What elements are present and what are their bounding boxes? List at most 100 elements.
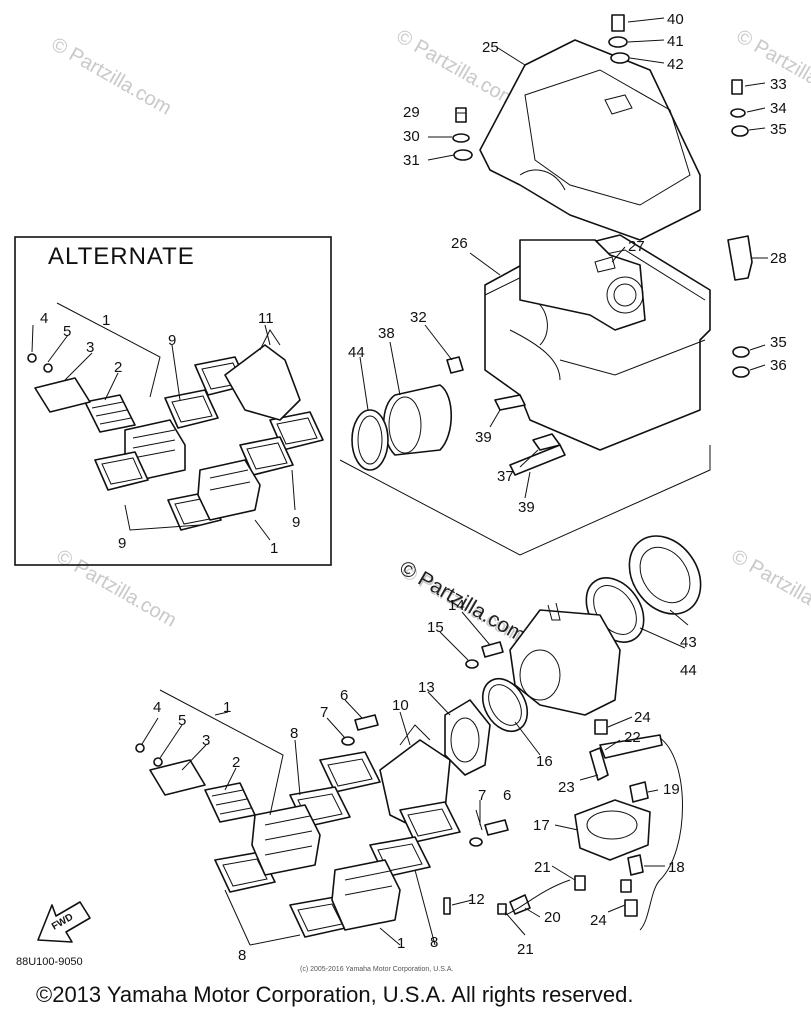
bolt — [611, 14, 625, 32]
callout-8: 8 — [238, 947, 246, 964]
callout-34: 34 — [770, 100, 787, 117]
callout-1: 1 — [270, 540, 278, 557]
callout-14: 14 — [448, 597, 465, 614]
leader-line — [629, 57, 665, 64]
leader-line — [171, 344, 181, 401]
leader-line — [224, 767, 237, 791]
washer — [452, 133, 470, 143]
gasket-inner — [101, 457, 143, 485]
reed-block-ribs — [132, 429, 176, 459]
leader-line — [627, 39, 665, 43]
leader-line — [181, 744, 207, 771]
leader-line — [627, 17, 665, 23]
leader-line — [489, 409, 501, 428]
callout-2: 2 — [232, 754, 240, 771]
leader-line — [399, 711, 411, 746]
gasket-inner — [276, 417, 318, 445]
callout-18: 18 — [668, 859, 685, 876]
callout-1: 1 — [102, 312, 110, 329]
gasket-inner — [171, 395, 213, 423]
callout-28: 28 — [770, 250, 787, 267]
leader-line — [748, 127, 766, 131]
callout-11: 11 — [258, 310, 274, 327]
arrester-clip — [594, 256, 616, 273]
callout-17: 17 — [533, 817, 550, 834]
leader-line — [414, 869, 436, 946]
callout-23: 23 — [558, 779, 575, 796]
washer — [341, 736, 355, 746]
leader-line — [514, 721, 541, 756]
leader-line — [744, 82, 766, 87]
leader-line — [647, 789, 659, 793]
callout-6: 6 — [503, 787, 511, 804]
watermark: © Partzilla.com — [53, 545, 181, 631]
copyright-notice: ©2013 Yamaha Motor Corporation, U.S.A. A… — [36, 982, 633, 1007]
callout-39: 39 — [518, 499, 535, 516]
joint-opening — [388, 396, 422, 454]
callout-41: 41 — [667, 33, 684, 50]
leader-line — [264, 324, 271, 346]
bolt — [455, 107, 467, 123]
leader-line — [56, 302, 161, 398]
fuel-pump — [574, 799, 651, 861]
callout-8: 8 — [430, 934, 438, 951]
callout-9: 9 — [292, 514, 300, 531]
hose-route — [504, 879, 571, 916]
lock-washer — [153, 757, 163, 767]
nut — [446, 356, 464, 374]
callout-19: 19 — [663, 781, 680, 798]
carburetor — [509, 609, 621, 716]
grommet — [732, 366, 750, 378]
leader-line — [379, 927, 401, 946]
callout-7: 7 — [320, 704, 328, 721]
callout-6: 6 — [340, 687, 348, 704]
hose-clip — [574, 875, 586, 891]
callout-1: 1 — [397, 935, 405, 952]
leader-line — [326, 717, 346, 739]
small-copyright: (c) 2005-2016 Yamaha Motor Corporation, … — [300, 966, 453, 973]
fuel-hose — [599, 734, 663, 759]
leader-line — [359, 356, 369, 411]
leader-line — [344, 699, 363, 719]
gasket-inner — [222, 858, 268, 887]
carb-joint-opening — [639, 546, 691, 604]
hose-clamp — [351, 409, 389, 471]
arrester-mesh — [606, 276, 644, 314]
bolt — [484, 819, 509, 836]
leader-line — [497, 47, 526, 66]
gasket-inner — [246, 442, 288, 470]
bolt — [481, 641, 504, 658]
reed-block — [331, 859, 401, 931]
callout-21: 21 — [517, 941, 534, 958]
damper-strip — [494, 394, 526, 411]
callout-22: 22 — [624, 729, 641, 746]
leader-line — [427, 154, 455, 161]
leader-line — [47, 334, 69, 363]
callout-1: 1 — [223, 699, 231, 716]
hose-clamp — [481, 677, 529, 733]
leader-line — [424, 324, 453, 361]
leader-line — [607, 716, 633, 728]
fuel-fitting — [627, 854, 644, 876]
callout-2: 2 — [114, 359, 122, 376]
collar — [731, 125, 749, 137]
watermark: © Partzilla.com — [393, 25, 521, 111]
arrester-mesh-inner — [613, 283, 637, 307]
diagram-code: 88U100-9050 — [16, 956, 83, 968]
reed-valve-lines — [91, 401, 132, 425]
screw — [135, 743, 145, 753]
callout-10: 10 — [392, 697, 409, 714]
alternate-inset: ALTERNATE — [14, 236, 332, 566]
reed-valve-lines — [211, 789, 252, 815]
case-body — [509, 329, 706, 381]
callout-27: 27 — [628, 238, 645, 255]
gasket-inner — [407, 808, 453, 837]
gasket-inner — [327, 758, 373, 787]
reed-block-ribs — [264, 815, 313, 856]
callout-13: 13 — [418, 679, 435, 696]
callout-35: 35 — [770, 334, 787, 351]
callout-43: 43 — [680, 634, 697, 651]
reed-block-ribs — [209, 469, 251, 491]
cover-cutout — [519, 169, 566, 191]
